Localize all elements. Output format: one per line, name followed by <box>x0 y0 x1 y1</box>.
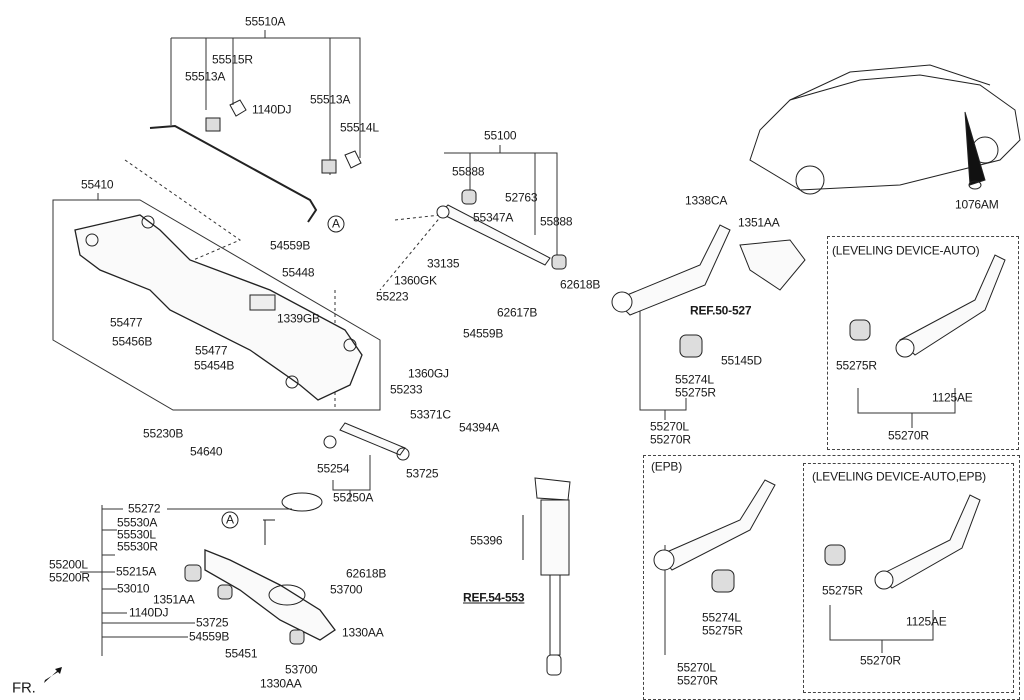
part-label: 55272 <box>128 501 161 516</box>
section-title: (LEVELING DEVICE-AUTO,EPB) <box>812 469 986 484</box>
part-label: 55215A <box>116 564 157 579</box>
part-label: 1330AA <box>342 625 384 640</box>
part-label: 62618B <box>560 277 601 292</box>
leader-lines <box>52 30 956 656</box>
part-label: 55274L <box>675 372 714 387</box>
part-label: 55270R <box>677 673 718 688</box>
connector-a-label: A <box>226 512 234 527</box>
part-label: 54559B <box>189 629 230 644</box>
part-label: 1339GB <box>277 311 320 326</box>
part-label: 55477 <box>195 343 228 358</box>
part-label: 53700 <box>285 662 318 677</box>
part-label: 1330AA <box>260 676 302 691</box>
part-label: 55275R <box>822 583 863 598</box>
part-label: 55514L <box>340 120 379 135</box>
part-label: 55456B <box>112 334 153 349</box>
part-label: 1140DJ <box>252 102 292 117</box>
part-label: 1338CA <box>685 193 728 208</box>
part-label: 55451 <box>225 646 258 661</box>
part-label: 62618B <box>346 566 387 581</box>
part-label: 55510A <box>245 14 286 29</box>
part-label: 55274L <box>702 610 741 625</box>
part-label: 55223 <box>376 289 409 304</box>
connector-a-marker <box>221 511 239 529</box>
part-label: 55513A <box>185 69 226 84</box>
part-label: 55200R <box>49 570 90 585</box>
part-label: 1140DJ <box>129 605 169 620</box>
part-label: 53371C <box>410 407 451 422</box>
connector-a-label: A <box>332 216 340 231</box>
part-label: 55275R <box>836 358 877 373</box>
trailing-arm-leveling <box>849 254 1006 358</box>
part-label: 55254 <box>317 461 350 476</box>
part-label: 52763 <box>505 190 538 205</box>
part-label: 55454B <box>194 358 235 373</box>
front-direction-label: FR. <box>12 679 36 697</box>
part-label: 55233 <box>390 382 423 397</box>
part-label: 55200L <box>49 557 88 572</box>
leveling-auto-box <box>827 236 1019 450</box>
part-label: 53725 <box>406 466 439 481</box>
arrow-icon <box>44 667 62 683</box>
stabilizer-bar <box>149 124 318 223</box>
connector-a-marker <box>327 215 345 233</box>
part-label: 55888 <box>540 214 573 229</box>
shock-absorber <box>522 477 571 676</box>
part-label: 55275R <box>702 623 743 638</box>
part-label: 1351AA <box>738 215 780 230</box>
part-label: 55270L <box>650 419 689 434</box>
part-label: 55530L <box>117 527 156 542</box>
part-label: 1125AE <box>906 614 947 629</box>
part-label: 55410 <box>81 177 114 192</box>
part-label: 1360GK <box>394 273 437 288</box>
trailing-arm-leveling-epb <box>824 494 981 590</box>
reference-link[interactable]: REF.50-527 <box>690 303 752 318</box>
part-label: 55448 <box>282 265 315 280</box>
part-label: 1076AM <box>955 197 999 212</box>
part-label: 55477 <box>110 315 143 330</box>
subframe <box>74 214 363 401</box>
spring-seat <box>281 492 323 512</box>
part-label: 55270R <box>888 428 929 443</box>
part-label: 54394A <box>459 420 500 435</box>
part-label: 55145D <box>721 353 762 368</box>
part-label: 53010 <box>117 581 150 596</box>
part-label: 55396 <box>470 533 503 548</box>
part-label: 1351AA <box>153 592 195 607</box>
trailing-arm <box>611 224 806 358</box>
section-title: (LEVELING DEVICE-AUTO) <box>832 243 980 258</box>
part-label: 55100 <box>484 128 517 143</box>
part-label: 55270R <box>860 653 901 668</box>
part-label: 54559B <box>270 238 311 253</box>
section-title: (EPB) <box>651 459 683 474</box>
part-label: 55250A <box>333 490 374 505</box>
part-label: 54640 <box>190 444 223 459</box>
part-label: 1360GJ <box>408 366 449 381</box>
part-label: 55513A <box>310 92 351 107</box>
part-label: 55530R <box>117 539 158 554</box>
part-label: 55347A <box>473 210 514 225</box>
part-label: 55270L <box>677 660 716 675</box>
part-label: 55275R <box>675 385 716 400</box>
part-label: 53700 <box>330 582 363 597</box>
part-label: 33135 <box>427 256 460 271</box>
lateral-arm <box>339 422 406 456</box>
trailing-arm-epb <box>653 479 776 593</box>
lower-control-arm <box>204 549 336 641</box>
part-label: 55888 <box>452 164 485 179</box>
part-label: 53725 <box>196 615 229 630</box>
part-label: 62617B <box>497 305 538 320</box>
part-label: 55230B <box>143 426 184 441</box>
part-label: 55270R <box>650 432 691 447</box>
leveling-auto-epb-box <box>803 463 1014 693</box>
part-label: 1125AE <box>932 390 973 405</box>
reference-link[interactable]: REF.54-553 <box>463 590 525 605</box>
part-label: 54559B <box>463 326 504 341</box>
vehicle-illustration <box>749 64 1021 195</box>
part-label: 55530A <box>117 515 158 530</box>
part-label: 55515R <box>212 52 253 67</box>
